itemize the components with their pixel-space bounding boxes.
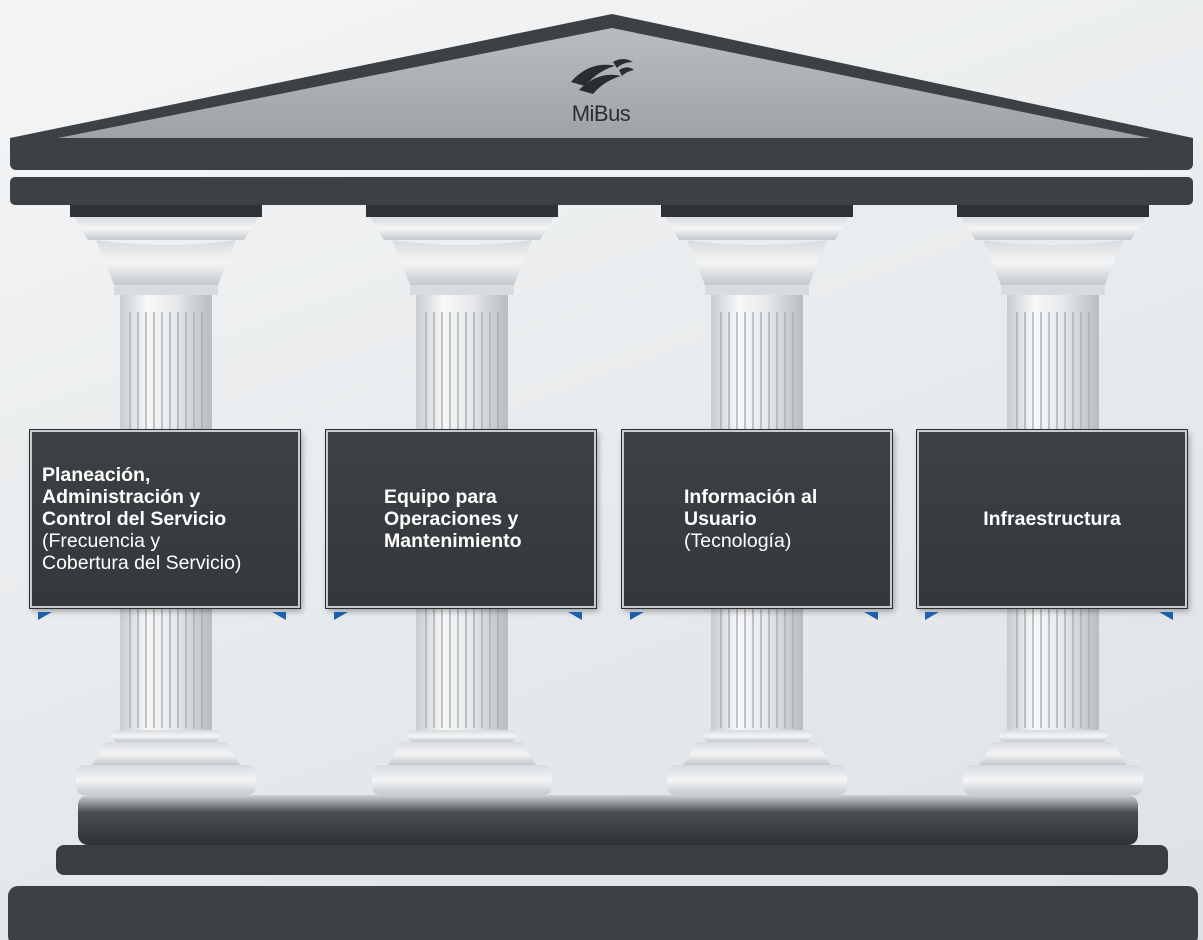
column-echinus bbox=[983, 240, 1123, 285]
column-abacus bbox=[661, 205, 853, 217]
column-capital bbox=[961, 217, 1145, 240]
pillar-title-line: Control del Servicio bbox=[42, 508, 227, 530]
pillar-title-line: Mantenimiento bbox=[384, 530, 522, 552]
column-plinth bbox=[76, 765, 256, 795]
ribbon-tab-right bbox=[864, 612, 878, 620]
column-necking bbox=[410, 285, 514, 295]
ribbon-tab-left bbox=[925, 612, 939, 620]
column-base bbox=[683, 742, 831, 765]
column-capital bbox=[74, 217, 258, 240]
column-capital bbox=[665, 217, 849, 240]
pillar-subtitle-line: (Tecnología) bbox=[684, 530, 792, 552]
column-plinth bbox=[372, 765, 552, 795]
column-base bbox=[979, 742, 1127, 765]
ribbon-tab-left bbox=[334, 612, 348, 620]
pillar-title-line: Equipo para bbox=[384, 486, 497, 508]
ribbon-tab-right bbox=[1159, 612, 1173, 620]
pillar-title-line: Usuario bbox=[684, 508, 757, 530]
column-necking bbox=[705, 285, 809, 295]
column-torus bbox=[999, 730, 1107, 742]
column-capital bbox=[370, 217, 554, 240]
column-base bbox=[92, 742, 240, 765]
pillar-title-line: Información al bbox=[684, 486, 818, 508]
ribbon-tab-right bbox=[568, 612, 582, 620]
pillar-title-line: Administración y bbox=[42, 486, 201, 508]
pillar-box-informacion: Información al Usuario (Tecnología) bbox=[622, 430, 892, 608]
column-plinth bbox=[963, 765, 1143, 795]
column-torus bbox=[112, 730, 220, 742]
ribbon-tab-left bbox=[38, 612, 52, 620]
ribbon-tab-left bbox=[630, 612, 644, 620]
column-base bbox=[388, 742, 536, 765]
column-plinth bbox=[667, 765, 847, 795]
pillar-title-line: Operaciones y bbox=[384, 508, 519, 530]
pillar-title-line: Planeación, bbox=[42, 464, 151, 486]
pillar-subtitle-line: (Frecuencia y bbox=[42, 530, 161, 552]
pillar-box-planeacion: Planeación, Administración y Control del… bbox=[30, 430, 300, 608]
pillar-box-equipo: Equipo para Operaciones y Mantenimiento bbox=[326, 430, 596, 608]
column-abacus bbox=[366, 205, 558, 217]
pillar-box-infraestructura: Infraestructura bbox=[917, 430, 1187, 608]
column-necking bbox=[114, 285, 218, 295]
column-echinus bbox=[392, 240, 532, 285]
wave-swoosh-logo-icon bbox=[571, 59, 634, 94]
column-echinus bbox=[96, 240, 236, 285]
column-abacus bbox=[957, 205, 1149, 217]
temple-base bbox=[8, 795, 1198, 940]
brand-name: MiBus bbox=[571, 101, 631, 126]
column-necking bbox=[1001, 285, 1105, 295]
column-echinus bbox=[687, 240, 827, 285]
column-torus bbox=[703, 730, 811, 742]
column-torus bbox=[408, 730, 516, 742]
ribbon-tab-right bbox=[272, 612, 286, 620]
column-abacus bbox=[70, 205, 262, 217]
pillar-title-line: Infraestructura bbox=[983, 508, 1121, 530]
pillar-subtitle-line: Cobertura del Servicio) bbox=[42, 552, 242, 574]
